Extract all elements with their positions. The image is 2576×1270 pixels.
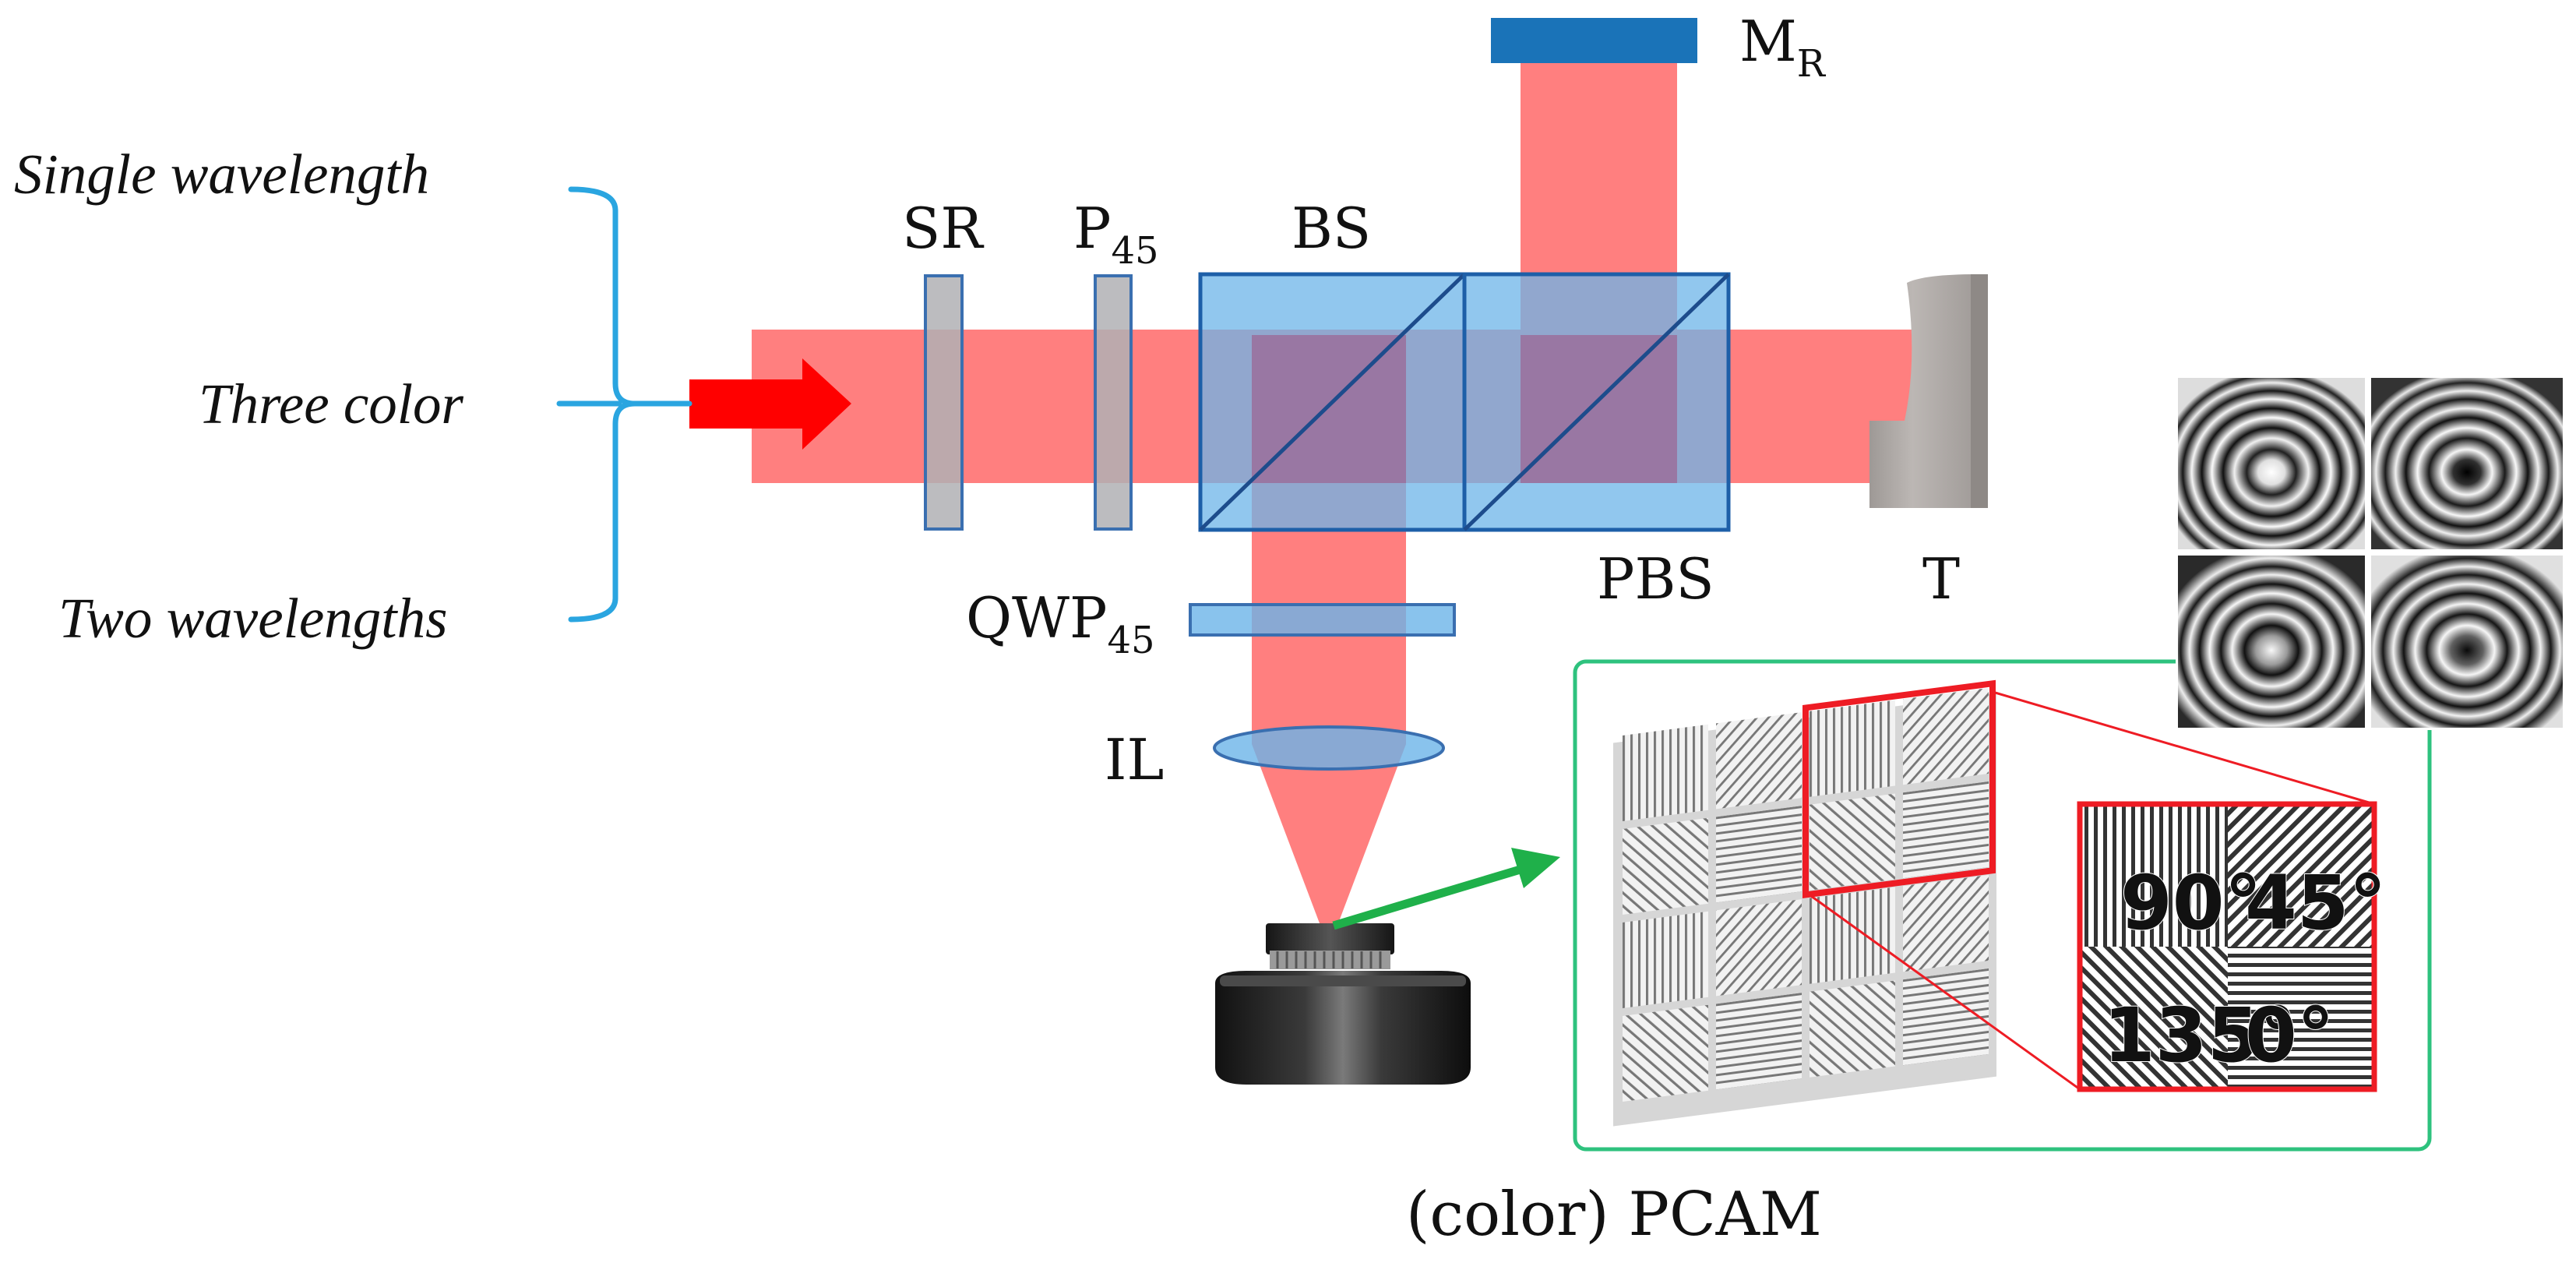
quarter-wave-plate — [1189, 603, 1456, 637]
label-single-wavelength: Single wavelength — [14, 143, 429, 206]
zoom-line-bottom — [1810, 894, 2081, 1091]
imaging-lens — [1213, 725, 1445, 771]
polarizer-pixel-array — [1613, 679, 1996, 1127]
angle-0: 0° — [2245, 992, 2335, 1079]
label-il: IL — [1105, 727, 1164, 792]
label-t: T — [1922, 546, 1960, 612]
angle-135: 135° — [2103, 992, 2296, 1079]
camera-icon — [1215, 923, 1471, 1085]
target-object — [1869, 274, 1988, 508]
label-pbs: PBS — [1597, 546, 1714, 612]
camera-to-sensor-arrow — [1332, 848, 1560, 930]
focusing-cone — [1252, 744, 1406, 923]
angle-90: 90° — [2120, 859, 2262, 947]
zoom-line-top — [1992, 690, 2375, 806]
label-qwp45: QWP45 — [966, 585, 1155, 662]
superpixel-highlight — [1802, 679, 1996, 898]
polarizing-beam-splitter-pbs — [1462, 272, 1731, 532]
reference-mirror — [1491, 18, 1697, 63]
spatial-rotator-plate — [924, 274, 964, 531]
label-sr: SR — [902, 196, 984, 261]
fringe-pattern-icon — [2176, 376, 2565, 730]
label-p45: P45 — [1073, 196, 1159, 273]
camera-caption: (color) PCAM — [1406, 1180, 1822, 1250]
label-mr: MR — [1739, 9, 1827, 86]
label-two-wavelengths: Two wavelengths — [58, 587, 448, 650]
angle-45: 45° — [2245, 859, 2387, 947]
label-three-color: Three color — [199, 372, 464, 436]
label-bs: BS — [1292, 196, 1371, 261]
superpixel-zoom: 90° 45° 135° 0° — [2077, 801, 2387, 1092]
beam-splitter-bs — [1198, 272, 1467, 532]
polarizer-45-plate — [1094, 274, 1133, 531]
input-arrow — [689, 358, 851, 450]
source-selector-bracket — [556, 186, 692, 623]
